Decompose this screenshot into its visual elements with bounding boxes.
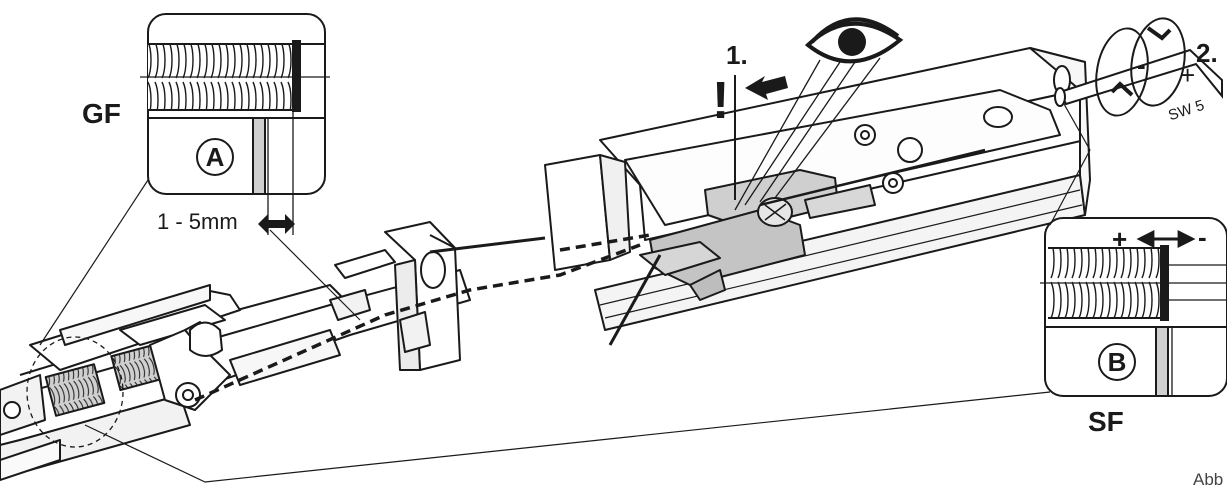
leader-a-1 bbox=[39, 179, 149, 346]
connector-dashed-1 bbox=[194, 243, 641, 402]
double-arrow-icon bbox=[258, 214, 295, 234]
direction-plus-label: + bbox=[1112, 224, 1128, 254]
detail-a-marker: A bbox=[196, 138, 234, 176]
dimension-label: 1 - 5mm bbox=[157, 209, 238, 234]
step-2-label: 2. bbox=[1196, 38, 1218, 68]
hex-key-icon bbox=[1054, 48, 1223, 107]
gf-label: GF bbox=[82, 98, 121, 129]
connector-solid bbox=[429, 236, 546, 254]
detail-box-b bbox=[1040, 217, 1227, 397]
detail-box-a bbox=[140, 13, 330, 235]
slider-block bbox=[639, 169, 876, 301]
figure-caption: Abb bbox=[1193, 470, 1224, 489]
eye-icon bbox=[804, 17, 904, 64]
rotation-arrow-icon bbox=[1095, 17, 1186, 117]
sf-label: SF bbox=[1088, 406, 1124, 437]
detail-circle-a bbox=[26, 336, 124, 448]
left-rail bbox=[0, 221, 471, 481]
leader-b-1 bbox=[1049, 149, 1091, 226]
rotation-plus-label: + bbox=[1180, 60, 1196, 90]
detail-b-marker: B bbox=[1098, 343, 1136, 381]
direction-minus-label: - bbox=[1198, 222, 1207, 252]
sight-lines bbox=[734, 57, 881, 211]
rotation-minus-label: - bbox=[1137, 50, 1146, 80]
leader-a-2 bbox=[269, 229, 361, 321]
step-1-label: 1. bbox=[726, 40, 748, 70]
push-arrow-icon bbox=[745, 76, 788, 100]
pointer-stick bbox=[608, 254, 662, 346]
leader-b-long bbox=[84, 391, 1051, 483]
attention-mark: ! bbox=[712, 72, 730, 130]
spindle-line bbox=[759, 148, 986, 207]
